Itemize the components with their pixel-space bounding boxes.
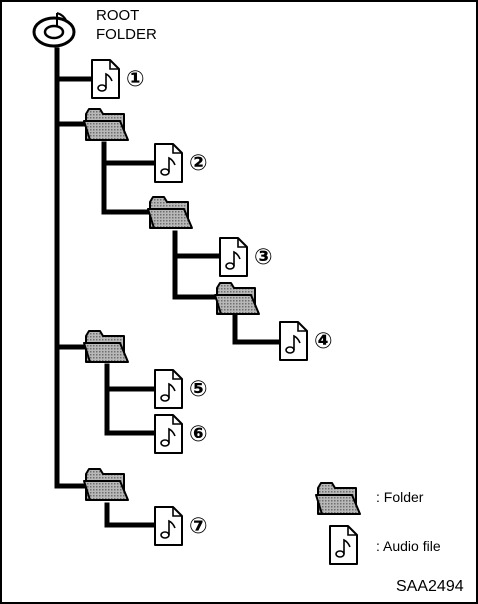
file-number-label: ⑥ (189, 422, 208, 447)
folder-icon (83, 108, 129, 141)
root-label-line1: ROOT (96, 7, 140, 24)
audio-file-icon (279, 321, 308, 361)
folder-icon (147, 196, 193, 229)
file-number-label: ① (126, 67, 145, 92)
file-number-label: ③ (254, 245, 273, 270)
figure-code: SAA2494 (396, 578, 464, 595)
folder-icon (83, 330, 129, 363)
folder-icon (315, 482, 361, 515)
root-label-line2: FOLDER (96, 26, 157, 43)
audio-file-icon (91, 59, 120, 99)
audio-file-icon (219, 237, 248, 277)
folder-icon (83, 468, 129, 501)
audio-file-icon (154, 506, 183, 546)
tree-connectors (54, 47, 283, 528)
audio-file-icon (329, 525, 358, 565)
root-folder-label: ROOT FOLDER (96, 6, 157, 44)
file-number-label: ⑦ (189, 514, 208, 539)
file-number-label: ⑤ (189, 377, 208, 402)
folder-icon (214, 282, 260, 315)
cd-disc-icon (32, 12, 76, 48)
legend-audio-label: : Audio file (376, 538, 441, 554)
audio-file-icon (154, 143, 183, 183)
file-number-label: ④ (314, 329, 333, 354)
audio-file-icon (154, 369, 183, 409)
audio-file-icon (154, 414, 183, 454)
file-number-label: ② (189, 151, 208, 176)
legend-folder-label: : Folder (376, 489, 424, 505)
